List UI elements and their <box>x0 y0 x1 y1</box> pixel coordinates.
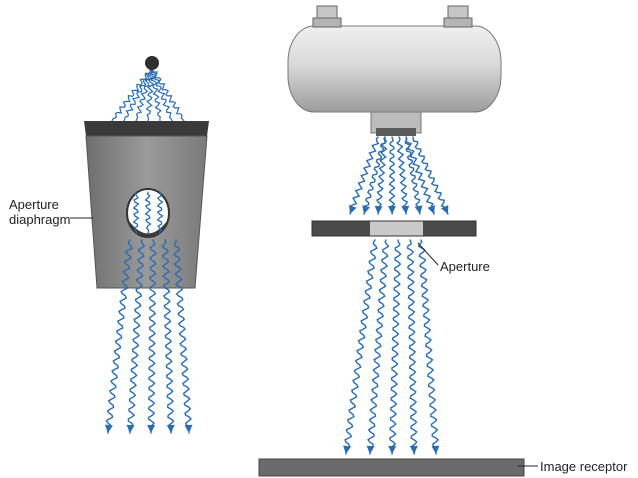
tube-wave <box>395 136 409 215</box>
aperture-leader <box>417 242 439 266</box>
arrowhead <box>388 206 396 214</box>
arrowhead <box>401 205 410 214</box>
source-wave <box>111 67 153 122</box>
source-wave <box>123 67 153 122</box>
arrowhead <box>349 205 357 214</box>
diaphragm-top-face <box>84 121 209 136</box>
image-receptor-label: Image receptor <box>540 459 628 474</box>
beam-wave <box>367 239 390 455</box>
arrowhead <box>431 445 440 454</box>
aperture-diaphragm-label: Aperture diaphragm <box>9 197 70 227</box>
hole-wave <box>132 191 140 235</box>
source-wave <box>151 67 173 122</box>
arrowhead <box>388 445 397 454</box>
tube-right-terminal <box>443 5 473 28</box>
arrowhead <box>147 425 156 433</box>
right-assembly <box>258 5 538 477</box>
aperture-label: Aperture <box>440 259 490 274</box>
beam-wave <box>406 239 418 455</box>
arrowhead <box>427 205 435 214</box>
arrowhead <box>166 424 175 433</box>
hole-wave <box>156 191 164 235</box>
tube-output-waves <box>349 136 449 215</box>
arrowhead <box>374 205 383 214</box>
arrowhead <box>126 424 135 433</box>
source-wave <box>145 67 155 122</box>
aperture-diaphragm-label-line-1: Aperture <box>9 197 59 212</box>
left-output-waves <box>104 239 193 434</box>
tube-wave <box>404 136 421 215</box>
left-source-waves <box>111 67 185 122</box>
tube-wave <box>412 136 449 215</box>
output-wave <box>161 239 175 434</box>
output-wave <box>173 239 192 434</box>
arrowhead <box>343 445 351 454</box>
output-wave <box>105 239 133 434</box>
source-wave <box>151 67 185 122</box>
xray-tube <box>287 5 502 136</box>
tube-wave <box>388 136 396 215</box>
arrowhead <box>366 445 375 454</box>
output-wave <box>147 239 157 434</box>
source-wave <box>135 67 153 122</box>
left-hole-waves <box>132 191 164 235</box>
image-receptor-plate <box>258 458 525 477</box>
aperture-diaphragm <box>84 121 209 289</box>
tube-wave <box>363 136 386 215</box>
plate-right <box>423 221 476 236</box>
left-assembly <box>70 56 209 434</box>
beam-wave <box>344 239 378 455</box>
arrowhead <box>414 205 423 214</box>
tube-wave <box>349 136 380 215</box>
tube-wave <box>404 136 435 215</box>
arrowhead <box>184 424 193 433</box>
arrowhead <box>362 205 370 214</box>
beam-wave <box>417 239 439 455</box>
tube-body <box>287 25 502 113</box>
plate-left <box>312 221 370 236</box>
arrowhead <box>409 445 418 454</box>
plate-opening <box>370 221 423 236</box>
point-source <box>145 56 159 70</box>
beam-to-receptor-waves <box>343 239 440 455</box>
aperture-diaphragm-label-line-2: diaphragm <box>9 212 71 227</box>
arrowhead <box>441 205 449 214</box>
aperture-plate <box>311 220 477 237</box>
arrowhead <box>104 424 113 433</box>
output-wave <box>127 239 146 434</box>
tube-left-terminal <box>312 5 342 28</box>
diaphragm-hole-shadow <box>129 221 167 238</box>
beam-wave <box>389 239 402 455</box>
tube-wave <box>376 136 388 215</box>
hole-wave <box>144 191 152 235</box>
tube-port <box>376 128 416 136</box>
